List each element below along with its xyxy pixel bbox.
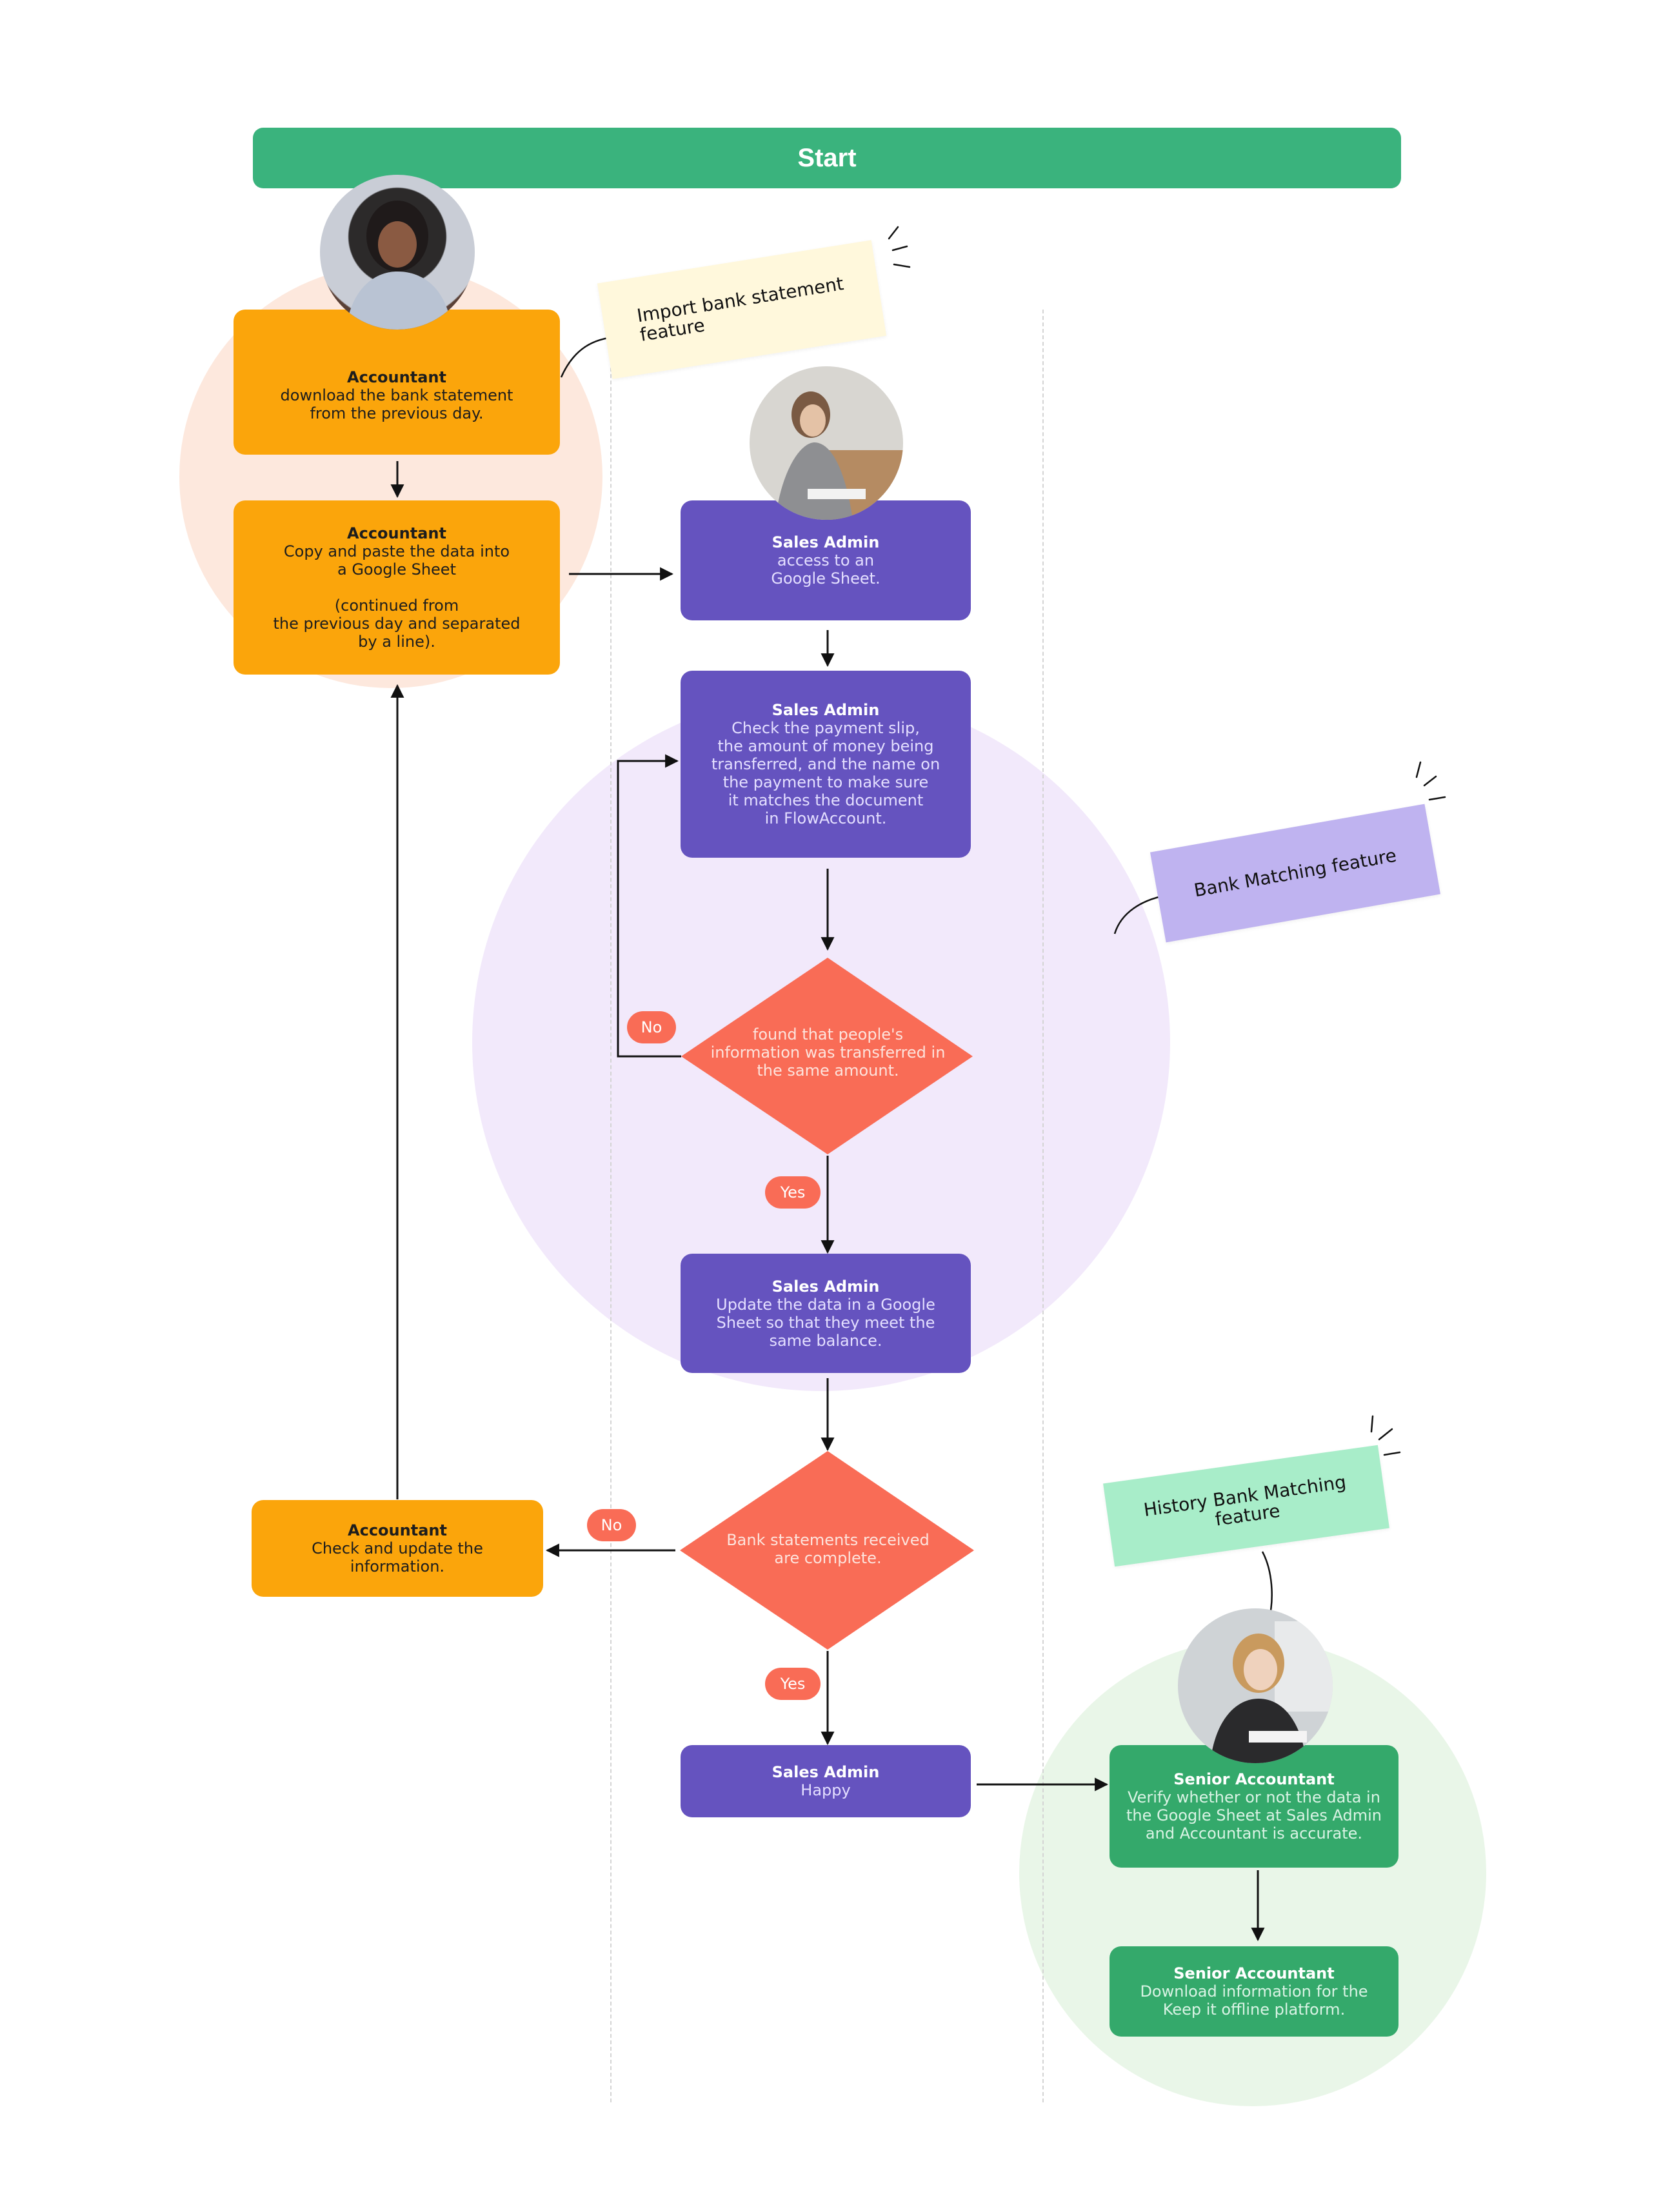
sales-admin-check-box: Sales Admin Check the payment slip, the … [681, 671, 971, 858]
accountant-copy-box: Accountant Copy and paste the data into … [234, 500, 560, 675]
step-description: Update the data in a Google Sheet so tha… [716, 1295, 935, 1350]
senior-accountant-verify-box: Senior Accountant Verify whether or not … [1110, 1745, 1398, 1868]
sales-admin-update-box: Sales Admin Update the data in a Google … [681, 1254, 971, 1373]
loop-no-back-to-check [617, 754, 681, 1058]
role-label: Senior Accountant [1173, 1964, 1335, 1982]
decision-diamond-complete [680, 1451, 974, 1650]
lane-divider-right [1042, 310, 1044, 2102]
step-description: Check the payment slip, the amount of mo… [711, 719, 940, 827]
role-label: Accountant [347, 368, 446, 386]
label-yes-found: Yes [765, 1176, 821, 1209]
person-figure-icon [1210, 1621, 1333, 1763]
role-label: Sales Admin [771, 533, 880, 551]
step-description: Download information for the Keep it off… [1140, 1982, 1368, 2019]
label-yes-complete: Yes [765, 1668, 821, 1700]
decision-complete-text: Bank statements received are complete. [726, 1531, 930, 1567]
senior-accountant-avatar [1178, 1608, 1333, 1763]
role-label: Sales Admin [771, 1277, 880, 1296]
step-description: Check and update the information. [312, 1539, 483, 1575]
role-label: Accountant [348, 1521, 447, 1539]
role-label: Senior Accountant [1173, 1770, 1335, 1788]
label-no-found: No [627, 1011, 676, 1043]
start-label: Start [797, 143, 857, 172]
decision-found-text: found that people's information was tran… [710, 1025, 946, 1080]
sales-admin-avatar [750, 366, 903, 520]
accountant-check-box: Accountant Check and update the informat… [252, 1500, 543, 1597]
role-label: Accountant [347, 524, 446, 542]
person-figure-icon [346, 201, 452, 330]
step-description: download the bank statement from the pre… [280, 386, 513, 422]
lane-divider-left [610, 310, 612, 2102]
label-no-complete: No [587, 1509, 636, 1541]
step-description: Verify whether or not the data in the Go… [1126, 1788, 1382, 1842]
role-label: Sales Admin [771, 701, 880, 719]
person-figure-icon [775, 391, 903, 520]
senior-accountant-download-box: Senior Accountant Download information f… [1110, 1946, 1398, 2037]
note-text: Import bank statement feature [635, 273, 846, 346]
sales-admin-access-box: Sales Admin access to an Google Sheet. [681, 500, 971, 620]
note-text: Bank Matching feature [1192, 844, 1398, 902]
sparkle-marks [888, 226, 1446, 1456]
step-description: Copy and paste the data into a Google Sh… [273, 542, 521, 651]
sales-admin-happy-box: Sales Admin Happy [681, 1745, 971, 1817]
note-text: History Bank Matching feature [1142, 1471, 1348, 1530]
start-bar: Start [253, 128, 1401, 188]
step-description: access to an Google Sheet. [771, 551, 881, 588]
decision-diamond-found [681, 958, 973, 1154]
role-label: Sales Admin [771, 1763, 880, 1781]
accountant-avatar [320, 175, 475, 330]
step-description: Happy [801, 1781, 851, 1799]
accountant-download-box: Accountant download the bank statement f… [234, 310, 560, 455]
